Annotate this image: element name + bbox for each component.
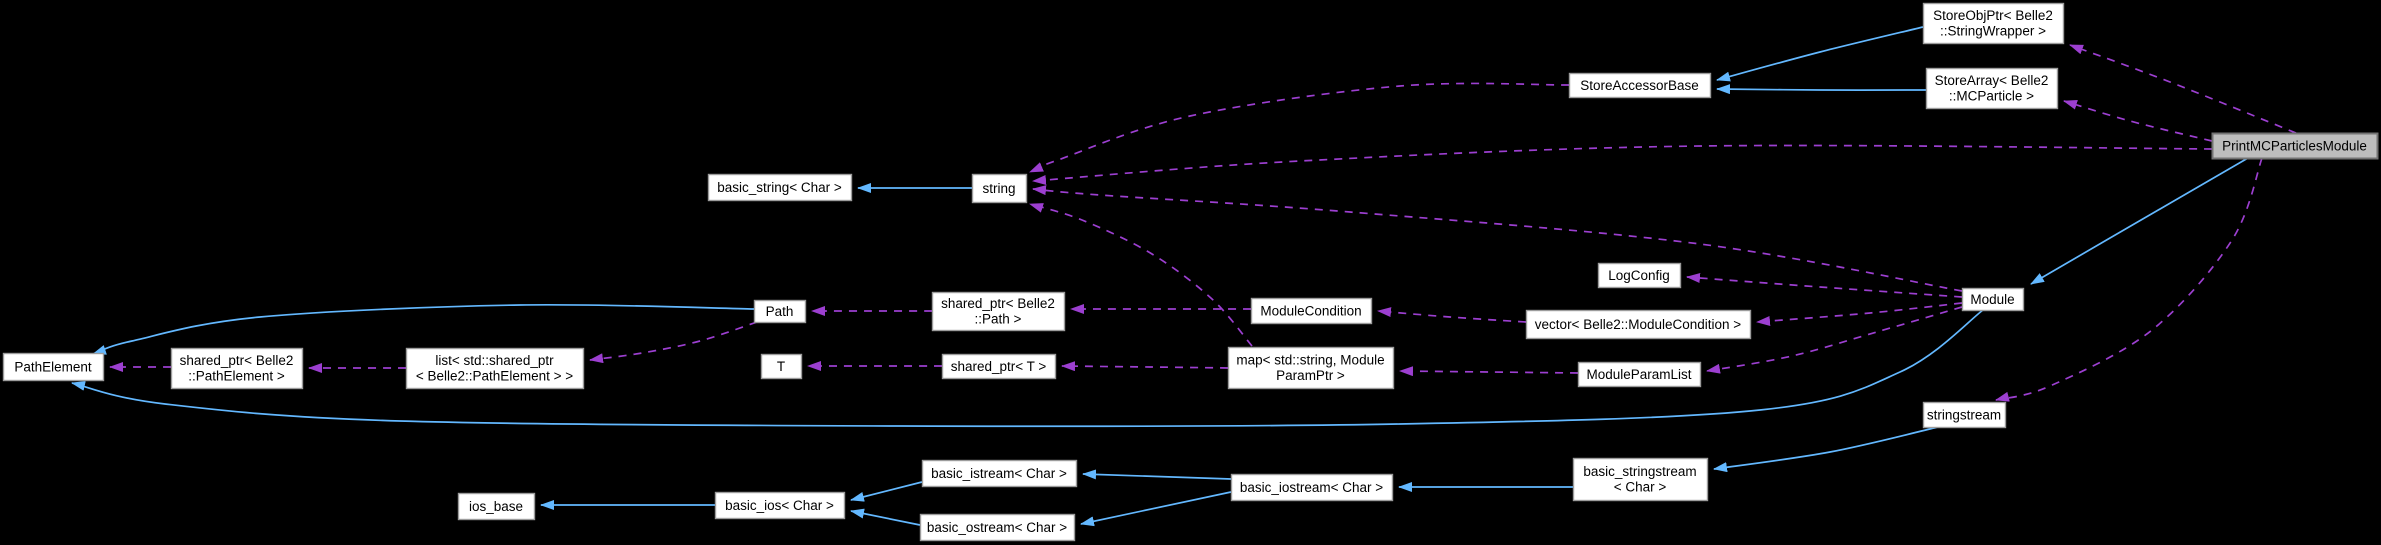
node-t[interactable]: T [760,353,803,380]
node-path_element[interactable]: PathElement [2,352,105,382]
node-string[interactable]: string [971,173,1028,204]
node-store_accessor_base[interactable]: StoreAccessorBase [1568,72,1712,99]
node-basic_string[interactable]: basic_string< Char > [707,173,853,202]
edge-module_param_list-to-map_string_moduleparamptr [1399,366,1579,377]
edge-print_mcparticles_module-to-string [1032,144,2213,186]
node-list_shared_ptr_path_element[interactable]: list< std::shared_ptr< Belle2::PathEleme… [405,347,585,390]
edge-module-to-module_param_list [1706,306,1963,374]
edge-store_accessor_base-to-string [1029,82,1570,173]
edge-basic_ostream-to-basic_ios [850,508,921,526]
node-basic_iostream[interactable]: basic_iostream< Char > [1230,473,1394,502]
edge-basic_iostream-to-basic_istream [1082,469,1232,480]
node-shared_ptr_path_element[interactable]: shared_ptr< Belle2::PathElement > [170,347,304,390]
node-ios_base[interactable]: ios_base [457,492,536,521]
edge-path-to-path_element [92,303,755,355]
node-basic_ostream[interactable]: basic_ostream< Char > [919,513,1076,542]
edge-module-to-vector_module_condition [1756,302,1963,326]
edge-store_array-to-store_accessor_base [1716,84,1927,95]
edge-print_mcparticles_module-to-store_array [2063,99,2213,142]
node-basic_istream[interactable]: basic_istream< Char > [921,459,1078,488]
node-module[interactable]: Module [1961,287,2025,312]
node-store_obj_ptr[interactable]: StoreObjPtr< Belle2::StringWrapper > [1922,2,2065,45]
node-vector_module_condition[interactable]: vector< Belle2::ModuleCondition > [1525,309,1752,340]
node-log_config[interactable]: LogConfig [1597,262,1682,289]
node-path[interactable]: Path [753,299,807,324]
node-print_mcparticles_module[interactable]: PrintMCParticlesModule [2211,132,2379,160]
node-stringstream[interactable]: stringstream [1922,401,2007,429]
edge-print_mcparticles_module-to-module [2030,157,2249,285]
edge-map_string_moduleparamptr-to-shared_ptr_t [1061,361,1229,372]
edge-module-to-log_config [1686,273,1963,298]
edge-module-to-string [1032,185,1963,292]
node-shared_ptr_t[interactable]: shared_ptr< T > [941,353,1057,380]
edge-module-to-path_element [71,309,1984,428]
edge-print_mcparticles_module-to-stringstream [1995,157,2263,402]
node-store_array[interactable]: StoreArray< Belle2::MCParticle > [1925,67,2059,110]
node-shared_ptr_path[interactable]: shared_ptr< Belle2::Path > [931,291,1066,332]
node-module_condition[interactable]: ModuleCondition [1250,297,1373,325]
edge-basic_iostream-to-basic_ostream [1080,491,1232,527]
node-basic_ios[interactable]: basic_ios< Char > [714,491,846,520]
edge-map_string_moduleparamptr-to-string [1029,203,1253,347]
edge-path-to-list_shared_ptr_path_element [589,321,758,364]
edge-store_obj_ptr-to-store_accessor_base [1716,26,1924,82]
edge-vector_module_condition-to-module_condition [1377,307,1527,323]
edge-print_mcparticles_module-to-store_obj_ptr [2069,44,2297,134]
edge-stringstream-to-basic_stringstream [1713,426,1939,473]
node-module_param_list[interactable]: ModuleParamList [1577,361,1702,388]
edge-basic_istream-to-basic_ios [850,481,923,502]
node-basic_stringstream[interactable]: basic_stringstream< Char > [1572,457,1709,502]
